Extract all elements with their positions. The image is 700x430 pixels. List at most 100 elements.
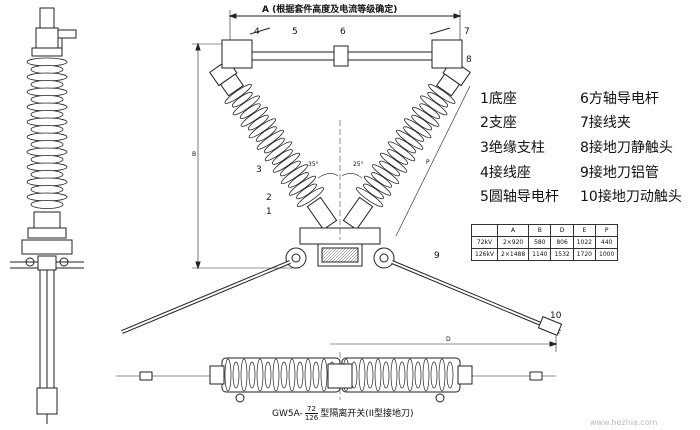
- insulator-shed: [371, 164, 400, 185]
- insulator-shed: [263, 137, 285, 154]
- plan-view: [116, 352, 556, 403]
- insulator-shed: [428, 83, 456, 104]
- insulator-shed: [240, 106, 268, 127]
- table-row: 72kV 2×920 580 806 1022 440: [470, 236, 619, 249]
- spec-header-cell: [470, 224, 499, 237]
- table-cell: 1022: [572, 236, 597, 249]
- table-cell: 1140: [528, 248, 552, 261]
- table-cell: 1000: [594, 248, 619, 261]
- legend-item-2: 2支座: [480, 112, 517, 132]
- insulator-shed: [379, 160, 400, 177]
- legend-text: 接地刀动触头: [597, 189, 682, 205]
- insulator-shed: [403, 126, 425, 142]
- insulator-shed: [355, 187, 384, 208]
- insulator-shed: [30, 65, 64, 74]
- insulator-shed: [414, 361, 422, 389]
- legend-number: 6: [580, 91, 589, 107]
- insulator-shed: [411, 114, 433, 131]
- insulator-shed: [232, 95, 260, 116]
- legend-item-10: 10接地刀动触头: [580, 186, 682, 206]
- callout-7: 7: [464, 27, 470, 37]
- insulator-shed: [371, 172, 392, 188]
- insulator-shed: [296, 183, 317, 200]
- insulator-shed: [320, 358, 328, 392]
- insulator-shed: [30, 140, 64, 149]
- legend-text: 底座: [488, 91, 517, 107]
- table-cell: 2×920: [497, 236, 530, 249]
- watermark: www.hezhia.com: [590, 418, 658, 427]
- insulator-shed: [248, 118, 276, 139]
- insulator-shed: [272, 152, 301, 173]
- legend-item-4: 4接线座: [480, 162, 531, 182]
- insulator-shed: [30, 125, 64, 134]
- callout-8: 8: [466, 55, 472, 65]
- insulator-shed: [430, 361, 438, 389]
- insulator-shed: [288, 172, 309, 188]
- insulator-shed: [296, 187, 325, 208]
- legend-item-8: 8接地刀静触头: [580, 137, 673, 157]
- callout-6: 6: [340, 27, 346, 37]
- table-cell: 72kV: [470, 236, 499, 249]
- insulator-shed: [422, 358, 430, 392]
- legend-item-6: 6方轴导电杆: [580, 88, 659, 108]
- insulator-shed: [26, 72, 68, 82]
- legend-text: 方轴导电杆: [588, 91, 659, 107]
- insulator-shed: [374, 358, 382, 392]
- insulator-shed: [30, 185, 64, 194]
- legend-item-9: 9接地刀铝管: [580, 162, 659, 182]
- spec-header-cell: B: [528, 224, 552, 237]
- caption-voltage-bottom: 126: [304, 414, 319, 422]
- insulator-shed: [304, 358, 312, 392]
- legend-number: 3: [480, 140, 489, 156]
- callout-10: 10: [550, 311, 562, 321]
- spec-header-cell: A: [497, 224, 530, 237]
- insulator-shed: [387, 149, 409, 165]
- insulator-shed: [239, 103, 261, 119]
- insulator-shed: [264, 141, 293, 162]
- top-dimension-label: A (根据套件高度及电流等级确定): [262, 3, 397, 15]
- insulator-shed: [427, 91, 449, 108]
- spec-table-header: A B D E P: [470, 224, 619, 237]
- main-view: [121, 10, 563, 352]
- insulator-shed: [30, 80, 64, 89]
- legend-text: 圆轴导电杆: [488, 189, 559, 205]
- callout-2: 2: [266, 193, 272, 203]
- angle-right: 25°: [353, 161, 364, 168]
- legend-item-5: 5圆轴导电杆: [480, 186, 559, 206]
- insulator-shed: [438, 358, 446, 392]
- insulator-shed: [224, 358, 232, 392]
- spec-header-cell: D: [550, 224, 574, 237]
- insulator-shed: [395, 137, 417, 154]
- table-cell: 440: [594, 236, 619, 249]
- insulator-shed: [390, 358, 398, 392]
- insulator-shed: [396, 129, 424, 150]
- spec-header-cell: P: [594, 224, 619, 237]
- insulator-shed: [382, 361, 390, 389]
- legend-text: 接地刀铝管: [588, 165, 659, 181]
- insulator-shed: [420, 95, 448, 116]
- callout-1: 1: [266, 207, 272, 217]
- insulator-shed: [272, 358, 280, 392]
- insulator-shed: [26, 132, 68, 142]
- caption-suffix: 型隔离开关(II型接地刀): [320, 409, 414, 419]
- callout-5: 5: [292, 27, 298, 37]
- dimension-p: P: [426, 159, 430, 166]
- insulator-shed: [256, 129, 284, 150]
- insulator-shed: [312, 361, 320, 389]
- insulator-shed: [412, 106, 440, 127]
- table-cell: 126kV: [470, 248, 499, 261]
- insulator-shed: [26, 177, 68, 187]
- table-cell: 580: [528, 236, 552, 249]
- legend-text: 接地刀静触头: [588, 140, 673, 156]
- angle-left: 35°: [308, 161, 319, 168]
- insulator-shed: [379, 152, 408, 173]
- insulator-shed: [247, 114, 269, 131]
- legend-item-7: 7接线夹: [580, 112, 631, 132]
- insulator-shed: [30, 200, 64, 209]
- insulator-shed: [288, 358, 296, 392]
- table-row: 126kV 2×1488 1140 1532 1720 1000: [470, 248, 619, 261]
- insulator-shed: [26, 102, 68, 112]
- insulator-shed: [358, 358, 366, 392]
- insulator-shed: [256, 358, 264, 392]
